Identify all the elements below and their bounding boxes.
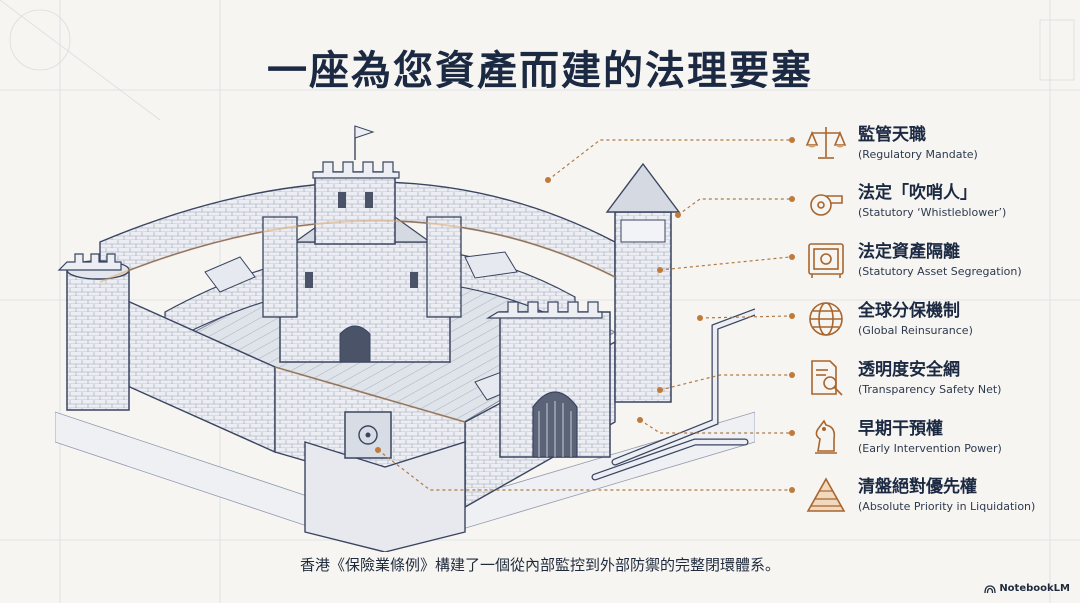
feature-subtitle: (Regulatory Mandate) [858, 147, 978, 161]
feature-subtitle: (Statutory ‘Whistleblower’) [858, 205, 1007, 219]
feature-title: 監管天職 [858, 124, 926, 145]
feature-title: 清盤絕對優先權 [858, 476, 977, 497]
feature-global-reinsurance: 全球分保機制 (Global Reinsurance) [804, 294, 1074, 344]
castle-illustration [55, 125, 755, 552]
caption: 香港《保險業條例》構建了一個從內部監控到外部防禦的完整閉環體系。 [299, 556, 780, 574]
feature-title: 法定資產隔離 [858, 241, 960, 262]
feature-subtitle: (Statutory Asset Segregation) [858, 264, 1022, 278]
brand-label: NotebookLM [999, 583, 1070, 594]
feature-subtitle: (Transparency Safety Net) [858, 382, 1002, 396]
safe-icon [808, 243, 844, 278]
globe-icon [809, 302, 843, 336]
feature-early-intervention: 早期干預權 (Early Intervention Power) [804, 412, 1074, 462]
feature-asset-segregation: 法定資產隔離 (Statutory Asset Segregation) [804, 235, 1074, 285]
feature-subtitle: (Early Intervention Power) [858, 441, 1002, 455]
feature-title: 全球分保機制 [858, 300, 960, 321]
whistle-icon [810, 194, 843, 216]
feature-title: 早期干預權 [858, 418, 943, 439]
scales-icon [805, 127, 847, 159]
notebooklm-logo-icon [984, 584, 996, 593]
page-title: 一座為您資產而建的法理要塞 [267, 47, 813, 94]
feature-title: 法定「吹哨人」 [858, 182, 977, 203]
feature-subtitle: (Absolute Priority in Liquidation) [858, 499, 1036, 513]
feature-regulatory-mandate: 監管天職 (Regulatory Mandate) [804, 118, 1074, 168]
document-magnifier-icon [811, 360, 843, 396]
feature-statutory-whistleblower: 法定「吹哨人」 (Statutory ‘Whistleblower’) [804, 176, 1074, 226]
feature-title: 透明度安全網 [858, 359, 960, 380]
chess-knight-icon [815, 419, 837, 454]
feature-liquidation-priority: 清盤絕對優先權 (Absolute Priority in Liquidatio… [804, 470, 1074, 520]
feature-subtitle: (Global Reinsurance) [858, 323, 973, 337]
feature-transparency-safety-net: 透明度安全網 (Transparency Safety Net) [804, 353, 1074, 403]
pyramid-icon [806, 477, 846, 512]
brand-watermark: NotebookLM [984, 583, 1070, 594]
